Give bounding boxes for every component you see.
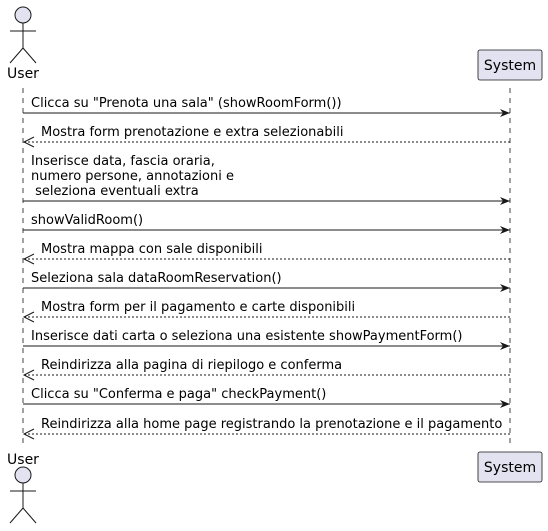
open-arrowhead [22, 253, 35, 265]
message-label: seleziona eventuali extra [31, 184, 199, 199]
system-participant-top: System [477, 49, 543, 81]
message-6: Seleziona sala dataRoomReservation() [23, 271, 510, 292]
message-label: Inserisce dati carta o seleziona una esi… [31, 329, 462, 344]
system-participant-bottom: System [477, 451, 543, 483]
message-label: Reindirizza alla home page registrando l… [41, 417, 502, 432]
message-label: Clicca su "Conferma e paga" checkPayment… [31, 387, 326, 402]
message-9: Reindirizza alla pagina di riepilogo e c… [22, 358, 510, 381]
message-1: Clicca su "Prenota una sala" (showRoomFo… [23, 96, 510, 117]
system-label-bottom: System [484, 460, 536, 476]
user-label-top: User [7, 66, 39, 82]
message-7: Mostra form per il pagamento e carte dis… [22, 300, 510, 323]
actor-figure-icon [9, 6, 37, 64]
message-label: Reindirizza alla pagina di riepilogo e c… [41, 358, 342, 373]
message-label: showValidRoom() [31, 213, 143, 228]
open-arrowhead [22, 428, 35, 440]
message-label: Mostra mappa con sale disponibili [41, 242, 262, 257]
message-label: Seleziona sala dataRoomReservation() [31, 271, 282, 286]
message-5: Mostra mappa con sale disponibili [22, 242, 510, 265]
message-label: Inserisce data, fascia oraria, [31, 154, 215, 169]
system-label-top: System [484, 58, 536, 74]
message-4: showValidRoom() [23, 213, 510, 234]
message-label: Mostra form prenotazione e extra selezio… [41, 125, 343, 140]
message-2: Mostra form prenotazione e extra selezio… [22, 125, 510, 148]
open-arrowhead [22, 311, 35, 323]
message-label: numero persone, annotazioni e [31, 169, 234, 184]
message-8: Inserisce dati carta o seleziona una esi… [23, 329, 510, 350]
open-arrowhead [22, 136, 35, 148]
message-3: Inserisce data, fascia oraria, numero pe… [23, 154, 510, 205]
user-actor-top: User [7, 6, 39, 82]
message-label: Mostra form per il pagamento e carte dis… [41, 300, 355, 315]
actor-figure-icon [9, 466, 37, 524]
open-arrowhead [22, 369, 35, 381]
message-11: Reindirizza alla home page registrando l… [22, 417, 510, 440]
message-label: Clicca su "Prenota una sala" (showRoomFo… [31, 96, 342, 111]
user-actor-bottom: User [7, 452, 39, 524]
user-label-bottom: User [7, 452, 39, 468]
message-10: Clicca su "Conferma e paga" checkPayment… [23, 387, 510, 408]
